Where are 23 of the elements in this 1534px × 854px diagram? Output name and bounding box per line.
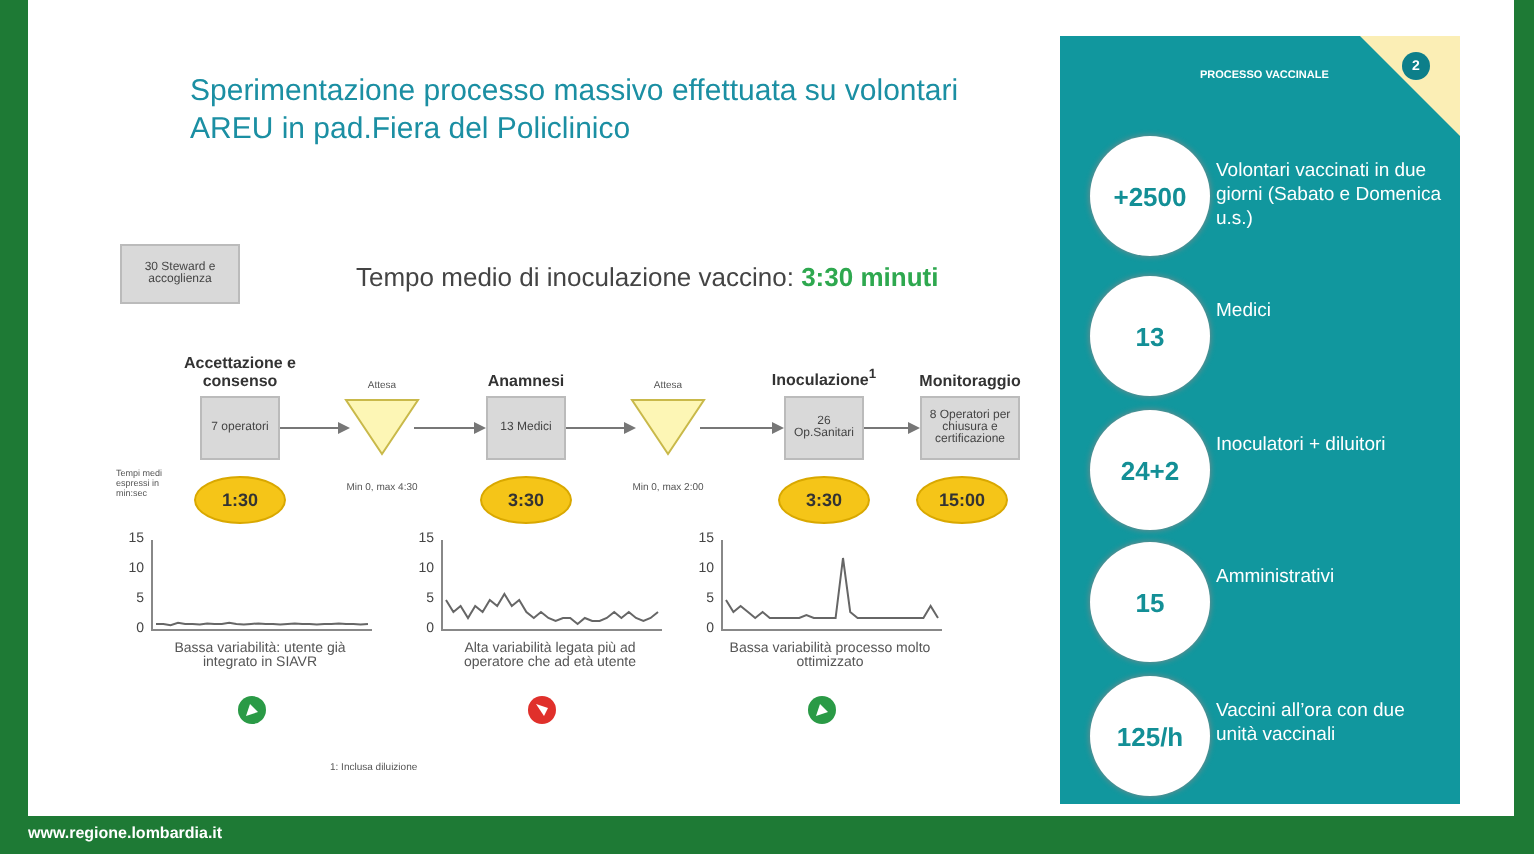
stat-description: Inoculatori + diluitori [1216, 434, 1388, 458]
stat-description: Vaccini all’ora con due unità vaccinali [1216, 700, 1407, 748]
step-heading: Anamnesi [485, 372, 567, 390]
arrow [413, 422, 486, 434]
number-circle: +2500 [1090, 136, 1210, 256]
arrow [565, 422, 636, 434]
arrow [279, 422, 350, 434]
arrow [699, 422, 784, 434]
number-circle: 24+2 [1090, 410, 1210, 530]
stat-description: Amministrativi [1216, 566, 1337, 590]
slide-title: Sperimentazione processo massivo effettuata su volontari AREU in pad.Fiera del Policlinico [190, 72, 961, 148]
arrow [863, 422, 920, 434]
step-heading: Monitoraggio [917, 372, 1023, 390]
side-panel [1060, 36, 1460, 804]
number-circle: 125/h [1090, 676, 1210, 796]
subtitle: Tempo medio di inoculazione vaccino: 3:30 minuti [356, 262, 939, 292]
website-url: www.regione.lombardia.it [28, 824, 223, 842]
stat-description: Medici [1216, 300, 1273, 324]
number-circle: 15 [1090, 542, 1210, 662]
number-circle: 13 [1090, 276, 1210, 396]
step-heading: Inoculazione$^{1}$ [769, 368, 879, 390]
step-heading: Accettazione e consenso [181, 354, 299, 390]
stat-description: Volontari vaccinati in due giorni (Sabato e Domenica u.s.) [1216, 160, 1443, 232]
